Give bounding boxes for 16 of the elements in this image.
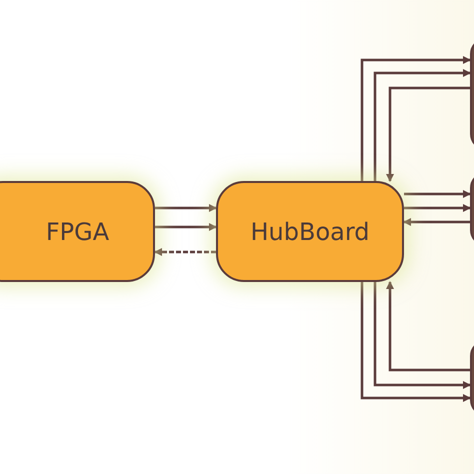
arrow [374,69,471,181]
arrow [154,248,216,256]
arrow [403,218,470,226]
arrow [360,56,471,181]
process-box [216,181,404,282]
arrow [155,223,217,231]
node-label: FPGA [44,216,110,248]
arrow [386,281,470,372]
arrow [374,282,471,389]
process-box [0,181,155,282]
node-label: HubBoard [250,216,370,248]
arrow [386,86,470,182]
arrow [404,190,471,198]
arrow [155,204,217,212]
arrow [360,282,471,402]
arrow [404,204,471,212]
